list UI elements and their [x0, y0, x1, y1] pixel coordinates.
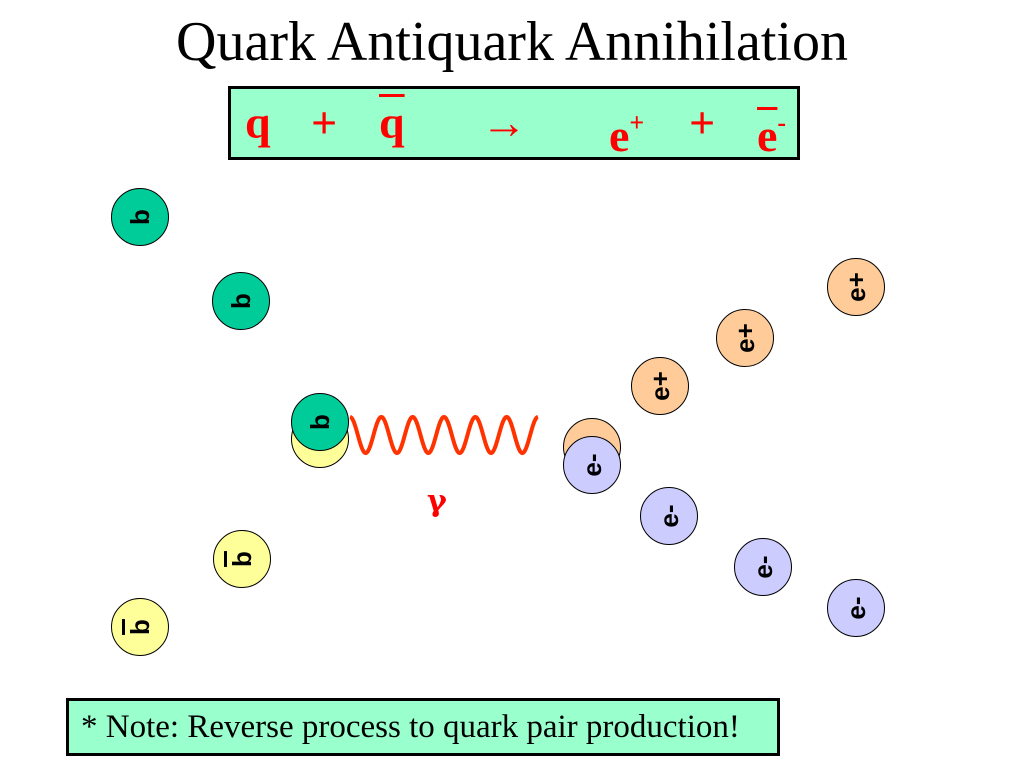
quark-center: b	[291, 393, 349, 451]
note-box: * Note: Reverse process to quark pair pr…	[66, 698, 780, 756]
electron-base: e	[757, 110, 778, 161]
electron-charge: -	[777, 108, 787, 137]
electron-1-label: e-	[654, 504, 684, 528]
equation-arrow: →	[481, 97, 527, 148]
electron-1: e-	[640, 487, 698, 545]
quark-2-label: b	[226, 293, 256, 309]
equation-electron: e-	[757, 95, 786, 164]
equation-plus-2: +	[689, 97, 716, 148]
positron-1-label: e+	[645, 371, 675, 401]
equation-antiquark: q	[379, 97, 405, 148]
quark-1-label: b	[125, 209, 155, 225]
antiquark-2: b	[213, 530, 271, 588]
electron-2: e-	[734, 538, 792, 596]
antiquark-1-label: b	[125, 619, 155, 635]
equation-plus-1: +	[311, 97, 338, 148]
photon-label: γ	[427, 484, 447, 519]
positron-base: e	[609, 110, 630, 161]
electron-2-label: e-	[748, 555, 778, 579]
quark-2: b	[212, 272, 270, 330]
positron-3-label: e+	[841, 272, 871, 302]
antiquark-1: b	[111, 598, 169, 656]
positron-charge: +	[629, 108, 645, 137]
equation-positron: e+	[609, 95, 644, 164]
electron-3-label: e-	[841, 596, 871, 620]
electron-3: e-	[827, 579, 885, 637]
antiquark-2-label: b	[227, 551, 257, 567]
electron-center: e-	[563, 436, 621, 494]
photon-path	[349, 414, 539, 456]
positron-3: e+	[827, 258, 885, 316]
equation-quark: q	[245, 97, 271, 148]
positron-2: e+	[716, 309, 774, 367]
electron-center-label: e-	[577, 453, 607, 477]
positron-1: e+	[631, 357, 689, 415]
positron-2-label: e+	[730, 323, 760, 353]
slide-title: Quark Antiquark Annihilation	[176, 11, 848, 73]
equation-box: q + q → e+ + e-	[228, 86, 800, 161]
quark-1: b	[111, 188, 169, 246]
quark-center-label: b	[305, 414, 335, 430]
photon-wave	[349, 414, 539, 456]
